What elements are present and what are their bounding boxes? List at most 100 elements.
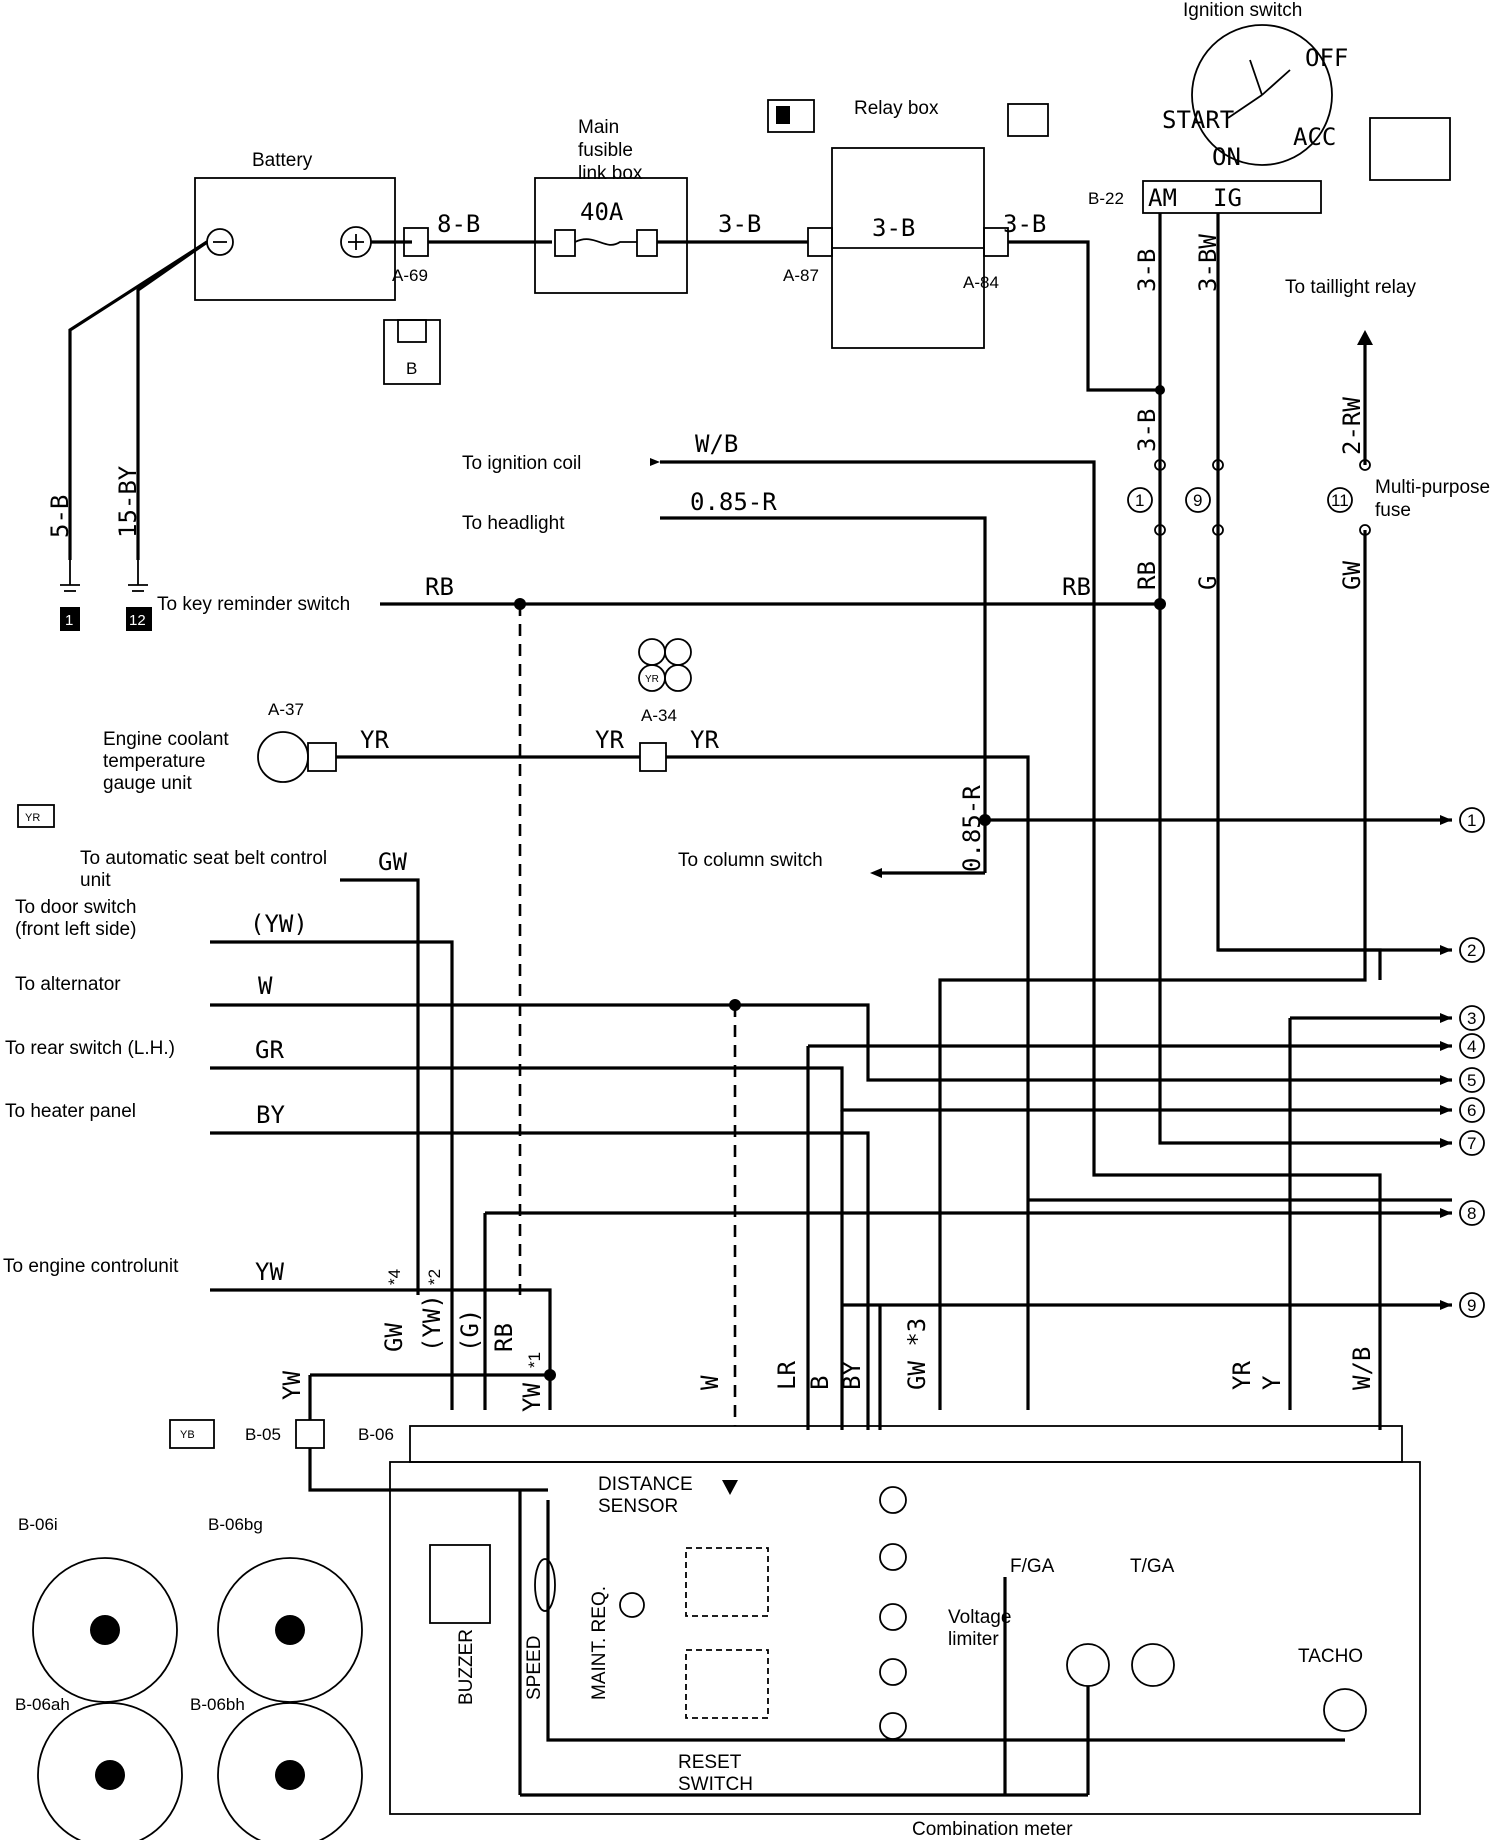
label: YR <box>645 674 659 685</box>
label: link box <box>578 163 643 184</box>
label: Relay box <box>854 98 939 119</box>
label: G <box>1194 576 1222 590</box>
label: B-06bg <box>208 1515 263 1534</box>
label: *4 <box>385 1269 404 1285</box>
battery-label: Battery <box>252 150 313 171</box>
label: A-69 <box>392 266 428 285</box>
label: RB <box>1062 573 1091 601</box>
label: unit <box>80 870 111 891</box>
label: To column switch <box>678 850 823 871</box>
label: SPEED <box>524 1636 545 1700</box>
label: BY <box>838 1361 866 1390</box>
ground-icon: 12 <box>126 560 152 631</box>
combination-meter: Combination meter BUZZER SPEED MAINT. RE… <box>389 1461 1421 1840</box>
label: 0.85-R <box>690 488 777 516</box>
label: Voltage <box>948 1607 1011 1628</box>
label: RESET <box>678 1752 742 1773</box>
label: AM <box>1148 184 1177 212</box>
label: GR <box>255 1036 284 1064</box>
label: LR <box>773 1361 801 1390</box>
label: Engine coolant <box>103 729 229 750</box>
label: YR <box>360 726 389 754</box>
label: fuse <box>1375 500 1411 521</box>
label: Combination meter <box>912 1819 1073 1840</box>
label: B <box>806 1376 834 1390</box>
label: A-37 <box>268 700 304 719</box>
label: W/B <box>695 430 738 458</box>
label: 5 <box>1467 1071 1476 1090</box>
pinout-b06ah: B-06ah <box>15 1695 183 1840</box>
label: Main <box>578 117 619 138</box>
label: To headlight <box>462 513 565 534</box>
label: *2 <box>425 1269 444 1285</box>
label: 1 <box>65 612 73 629</box>
wire-15by: 15-BY <box>114 465 142 538</box>
label: 0.85-R <box>958 785 986 872</box>
label: A-84 <box>963 273 999 292</box>
label: (G) <box>456 1309 484 1352</box>
label: Y <box>1258 1375 1286 1390</box>
label: 1 <box>1467 811 1476 830</box>
label: B-06ah <box>15 1695 70 1714</box>
label: 3-BW <box>1194 234 1222 292</box>
label: fusible <box>578 140 633 161</box>
label: 4 <box>1467 1037 1476 1056</box>
label: To heater panel <box>5 1101 136 1122</box>
label: To taillight relay <box>1285 277 1416 298</box>
label: A-87 <box>783 266 819 285</box>
connector-b06 <box>409 1425 1403 1463</box>
label: OFF <box>1305 44 1348 72</box>
label: YW <box>255 1258 284 1286</box>
ground-icon: 1 <box>60 560 80 631</box>
label: 12 <box>129 612 146 629</box>
label: B-06i <box>18 1515 58 1534</box>
label: 40A <box>580 198 624 226</box>
label: A-34 <box>641 706 677 725</box>
wire-3b-a: 3-B <box>718 210 761 238</box>
wire-3b-c: 3-B <box>1003 210 1046 238</box>
label: W <box>258 972 273 1000</box>
label: ACC <box>1293 123 1336 151</box>
label: START <box>1162 106 1234 134</box>
label: YR <box>595 726 624 754</box>
label: gauge unit <box>103 773 192 794</box>
label: TACHO <box>1298 1646 1363 1667</box>
fuse-9: 9 <box>1185 487 1211 513</box>
label: 8 <box>1467 1204 1476 1223</box>
label: To door switch <box>15 897 136 918</box>
label: 2 <box>1467 941 1476 960</box>
wire-5b: 5-B <box>46 495 74 538</box>
label: (front left side) <box>15 919 136 940</box>
label: temperature <box>103 751 205 772</box>
label: RB <box>490 1323 518 1352</box>
label: To rear switch (L.H.) <box>5 1038 175 1059</box>
label: To alternator <box>15 974 121 995</box>
label: Ignition switch <box>1183 0 1302 21</box>
label: (YW) <box>418 1294 446 1352</box>
connector-a34-icon: YR A-34 <box>638 638 692 725</box>
label: B-06bh <box>190 1695 245 1714</box>
label: B-06 <box>358 1425 394 1444</box>
label: DISTANCE <box>598 1474 693 1495</box>
pinout-b06bh: B-06bh <box>190 1695 363 1840</box>
label: GW *3 <box>903 1318 931 1390</box>
label: YW <box>518 1383 546 1412</box>
coolant-gauge-unit: A-37 Engine coolant temperature gauge un… <box>103 700 337 794</box>
label: YR <box>1228 1361 1256 1390</box>
label: 3-B <box>872 214 915 242</box>
ignition-switch: Ignition switch OFF START ACC ON AM IG B… <box>1088 0 1451 214</box>
label: IG <box>1213 184 1242 212</box>
label: 9 <box>1467 1296 1476 1315</box>
label: B-05 <box>245 1425 281 1444</box>
label: YR <box>690 726 719 754</box>
label: To ignition coil <box>462 453 581 474</box>
label: MAINT. REQ. <box>589 1586 610 1700</box>
label: RB <box>425 573 454 601</box>
label: 3-B <box>1133 409 1161 452</box>
battery: Battery <box>194 150 396 301</box>
label: GW <box>378 848 407 876</box>
label: BY <box>256 1101 285 1129</box>
fuse-1: 1 <box>1127 487 1153 513</box>
main-fusible-link-box: 40A Main fusible link box <box>534 117 688 294</box>
fuse-11: 11 <box>1327 487 1353 513</box>
